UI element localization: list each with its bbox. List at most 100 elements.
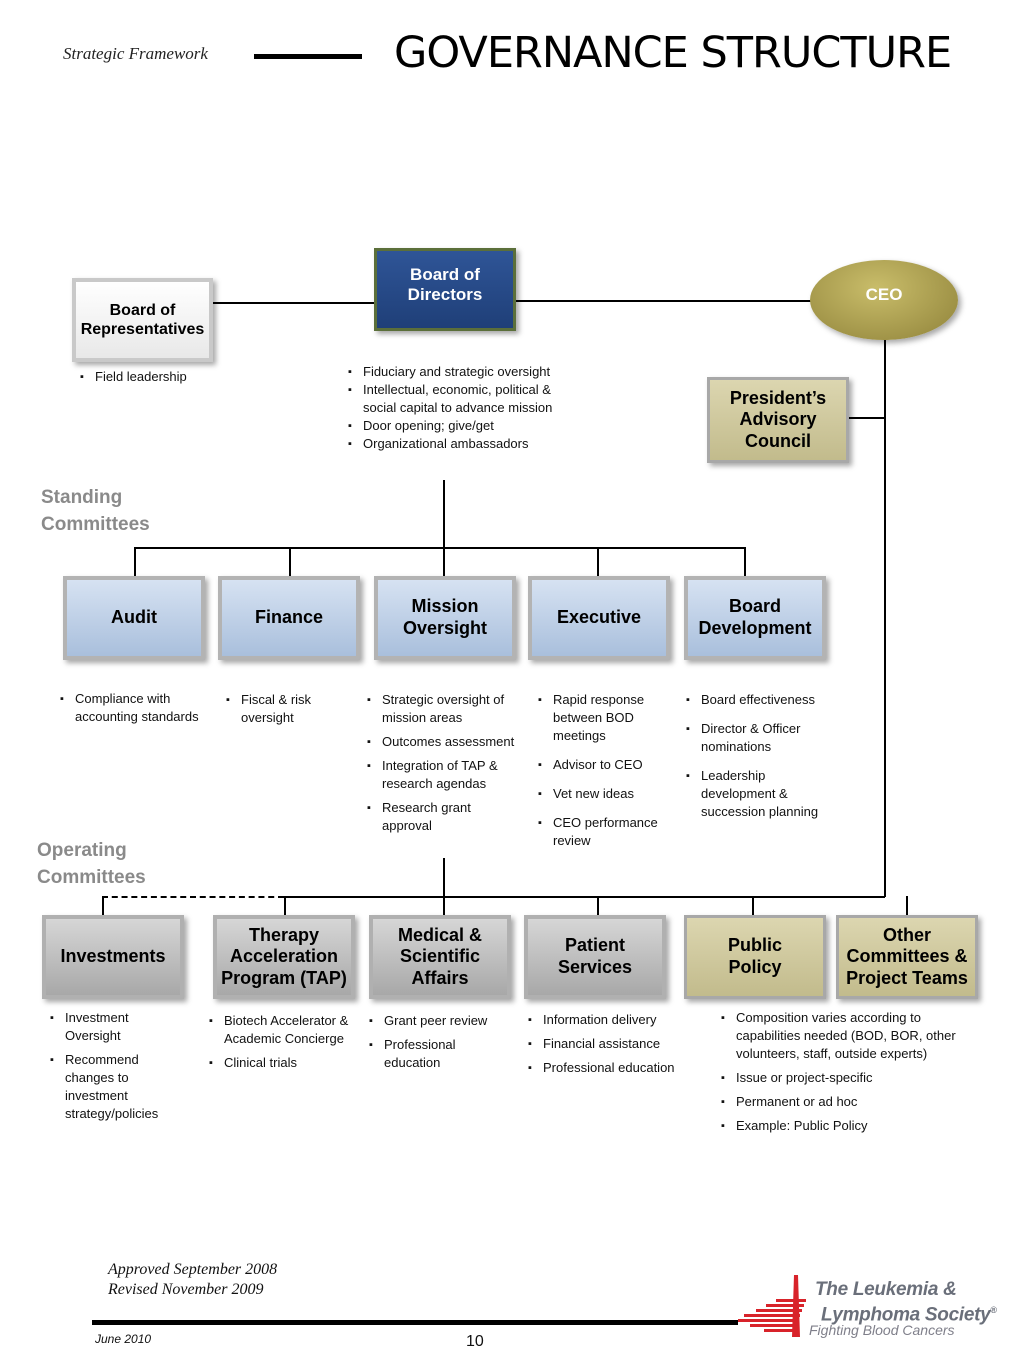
- box-label: Finance: [254, 607, 324, 628]
- operating-committees-label: Operating Committees: [37, 838, 146, 891]
- box-label: Services: [557, 957, 633, 977]
- audit-bullets: Compliance with accounting standards: [60, 690, 200, 726]
- box-label: Oversight: [402, 618, 488, 638]
- box-label: Therapy: [248, 924, 320, 945]
- box-label: Acceleration: [229, 946, 339, 967]
- bullet-item: Research grant approval: [367, 799, 517, 835]
- lls-logo-icon: [736, 1273, 816, 1344]
- box-label: Development: [698, 618, 812, 638]
- bullet-item: Compliance with accounting standards: [60, 690, 200, 726]
- connector-operating-bar: [284, 896, 885, 898]
- executive-committee-box[interactable]: Executive: [528, 576, 670, 660]
- section-label-line: Standing: [41, 487, 123, 508]
- box-label: Investments: [60, 946, 166, 967]
- bullet-item: CEO performance review: [538, 814, 673, 850]
- connector-operating-drop: [443, 896, 445, 916]
- box-label: Board of: [410, 265, 480, 284]
- investments-bullets: Investment Oversight Recommend changes t…: [50, 1009, 185, 1123]
- page-title: GOVERNANCE STRUCTURE: [394, 28, 952, 78]
- other-committees-bullets: Composition varies according to capabili…: [721, 1009, 981, 1135]
- bullet-item: Professional education: [369, 1036, 509, 1072]
- framework-label: Strategic Framework: [63, 44, 208, 63]
- connector-operating-drop: [597, 896, 599, 916]
- bullet-item: Director & Officer nominations: [686, 720, 836, 756]
- box-label: Project Teams: [846, 967, 968, 988]
- connector-ceo-down: [884, 340, 886, 897]
- mission-oversight-bullets: Strategic oversight of mission areas Out…: [367, 691, 517, 835]
- finance-bullets: Fiscal & risk oversight: [226, 691, 346, 727]
- connector-bod-down: [443, 480, 445, 548]
- connector-council: [847, 417, 884, 419]
- header-rule: [254, 54, 362, 59]
- bullet-item: Financial assistance: [528, 1035, 678, 1053]
- logo-line: The Leukemia &: [815, 1279, 957, 1300]
- bullet-item: Intellectual, economic, political & soci…: [348, 381, 583, 417]
- executive-bullets: Rapid response between BOD meetings Advi…: [538, 691, 673, 850]
- box-label: Other: [882, 924, 931, 945]
- connector-operating-drop: [102, 896, 104, 916]
- tap-bullets: Biotech Accelerator & Academic Concierge…: [209, 1012, 357, 1072]
- bullet-item: Issue or project-specific: [721, 1069, 981, 1087]
- connector-operating-drop: [752, 896, 754, 916]
- logo-tagline: Fighting Blood Cancers: [809, 1322, 955, 1338]
- bullet-item: Advisor to CEO: [538, 756, 673, 774]
- box-label: Mission: [411, 596, 479, 617]
- medical-scientific-bullets: Grant peer review Professional education: [369, 1012, 509, 1072]
- box-label: Representatives: [80, 321, 205, 338]
- approved-date: Approved September 2008: [108, 1261, 278, 1278]
- revised-date: Revised November 2009: [108, 1281, 264, 1298]
- box-label: Committees &: [846, 946, 968, 967]
- bullet-item: Leadership development & succession plan…: [686, 767, 836, 821]
- box-label: Affairs: [411, 967, 469, 988]
- box-label: President’s: [729, 387, 827, 408]
- connector-standing-drop: [597, 547, 599, 577]
- standing-committees-label: Standing Committees: [41, 485, 150, 538]
- finance-committee-box[interactable]: Finance: [218, 576, 360, 660]
- bullet-item: Board effectiveness: [686, 691, 836, 709]
- bullet-item: Field leadership: [80, 368, 230, 386]
- ceo-oval[interactable]: CEO: [810, 260, 958, 340]
- bullet-item: Door opening; give/get: [348, 417, 583, 435]
- registered-mark: ®: [990, 1305, 997, 1315]
- connector-standing-drop: [443, 547, 445, 577]
- footer-rule: [92, 1320, 738, 1325]
- connector-standing-drop: [134, 547, 136, 577]
- connector-mission-down: [443, 858, 445, 898]
- bullet-item: Example: Public Policy: [721, 1117, 981, 1135]
- patient-services-bullets: Information delivery Financial assistanc…: [528, 1011, 678, 1077]
- box-label: Scientific: [399, 946, 481, 967]
- section-label-line: Committees: [37, 866, 146, 888]
- bullet-item: Fiscal & risk oversight: [226, 691, 346, 727]
- connector-standing-drop: [744, 547, 746, 577]
- bullet-item: Fiduciary and strategic oversight: [348, 363, 583, 381]
- section-label-line: Operating: [37, 840, 127, 861]
- bullet-item: Vet new ideas: [538, 785, 673, 803]
- audit-committee-box[interactable]: Audit: [63, 576, 205, 660]
- box-label: Medical &: [397, 924, 483, 945]
- bullet-item: Grant peer review: [369, 1012, 509, 1030]
- box-label: Council: [745, 430, 811, 451]
- investments-committee-box[interactable]: Investments: [42, 915, 184, 999]
- box-label: Directors: [407, 285, 483, 305]
- bullet-item: Organizational ambassadors: [348, 435, 583, 453]
- logo-line: Lymphoma Society®: [815, 1300, 997, 1325]
- box-label: Audit: [111, 607, 157, 628]
- board-development-bullets: Board effectiveness Director & Officer n…: [686, 691, 836, 821]
- connector-operating-drop: [284, 896, 286, 916]
- bullet-item: Clinical trials: [209, 1054, 357, 1072]
- section-label-line: Committees: [41, 513, 150, 535]
- box-label: Advisory: [739, 409, 817, 430]
- connector-standing-bar: [134, 547, 746, 549]
- bod-bullets: Fiduciary and strategic oversight Intell…: [348, 363, 583, 453]
- bullet-item: Integration of TAP & research agendas: [367, 757, 517, 793]
